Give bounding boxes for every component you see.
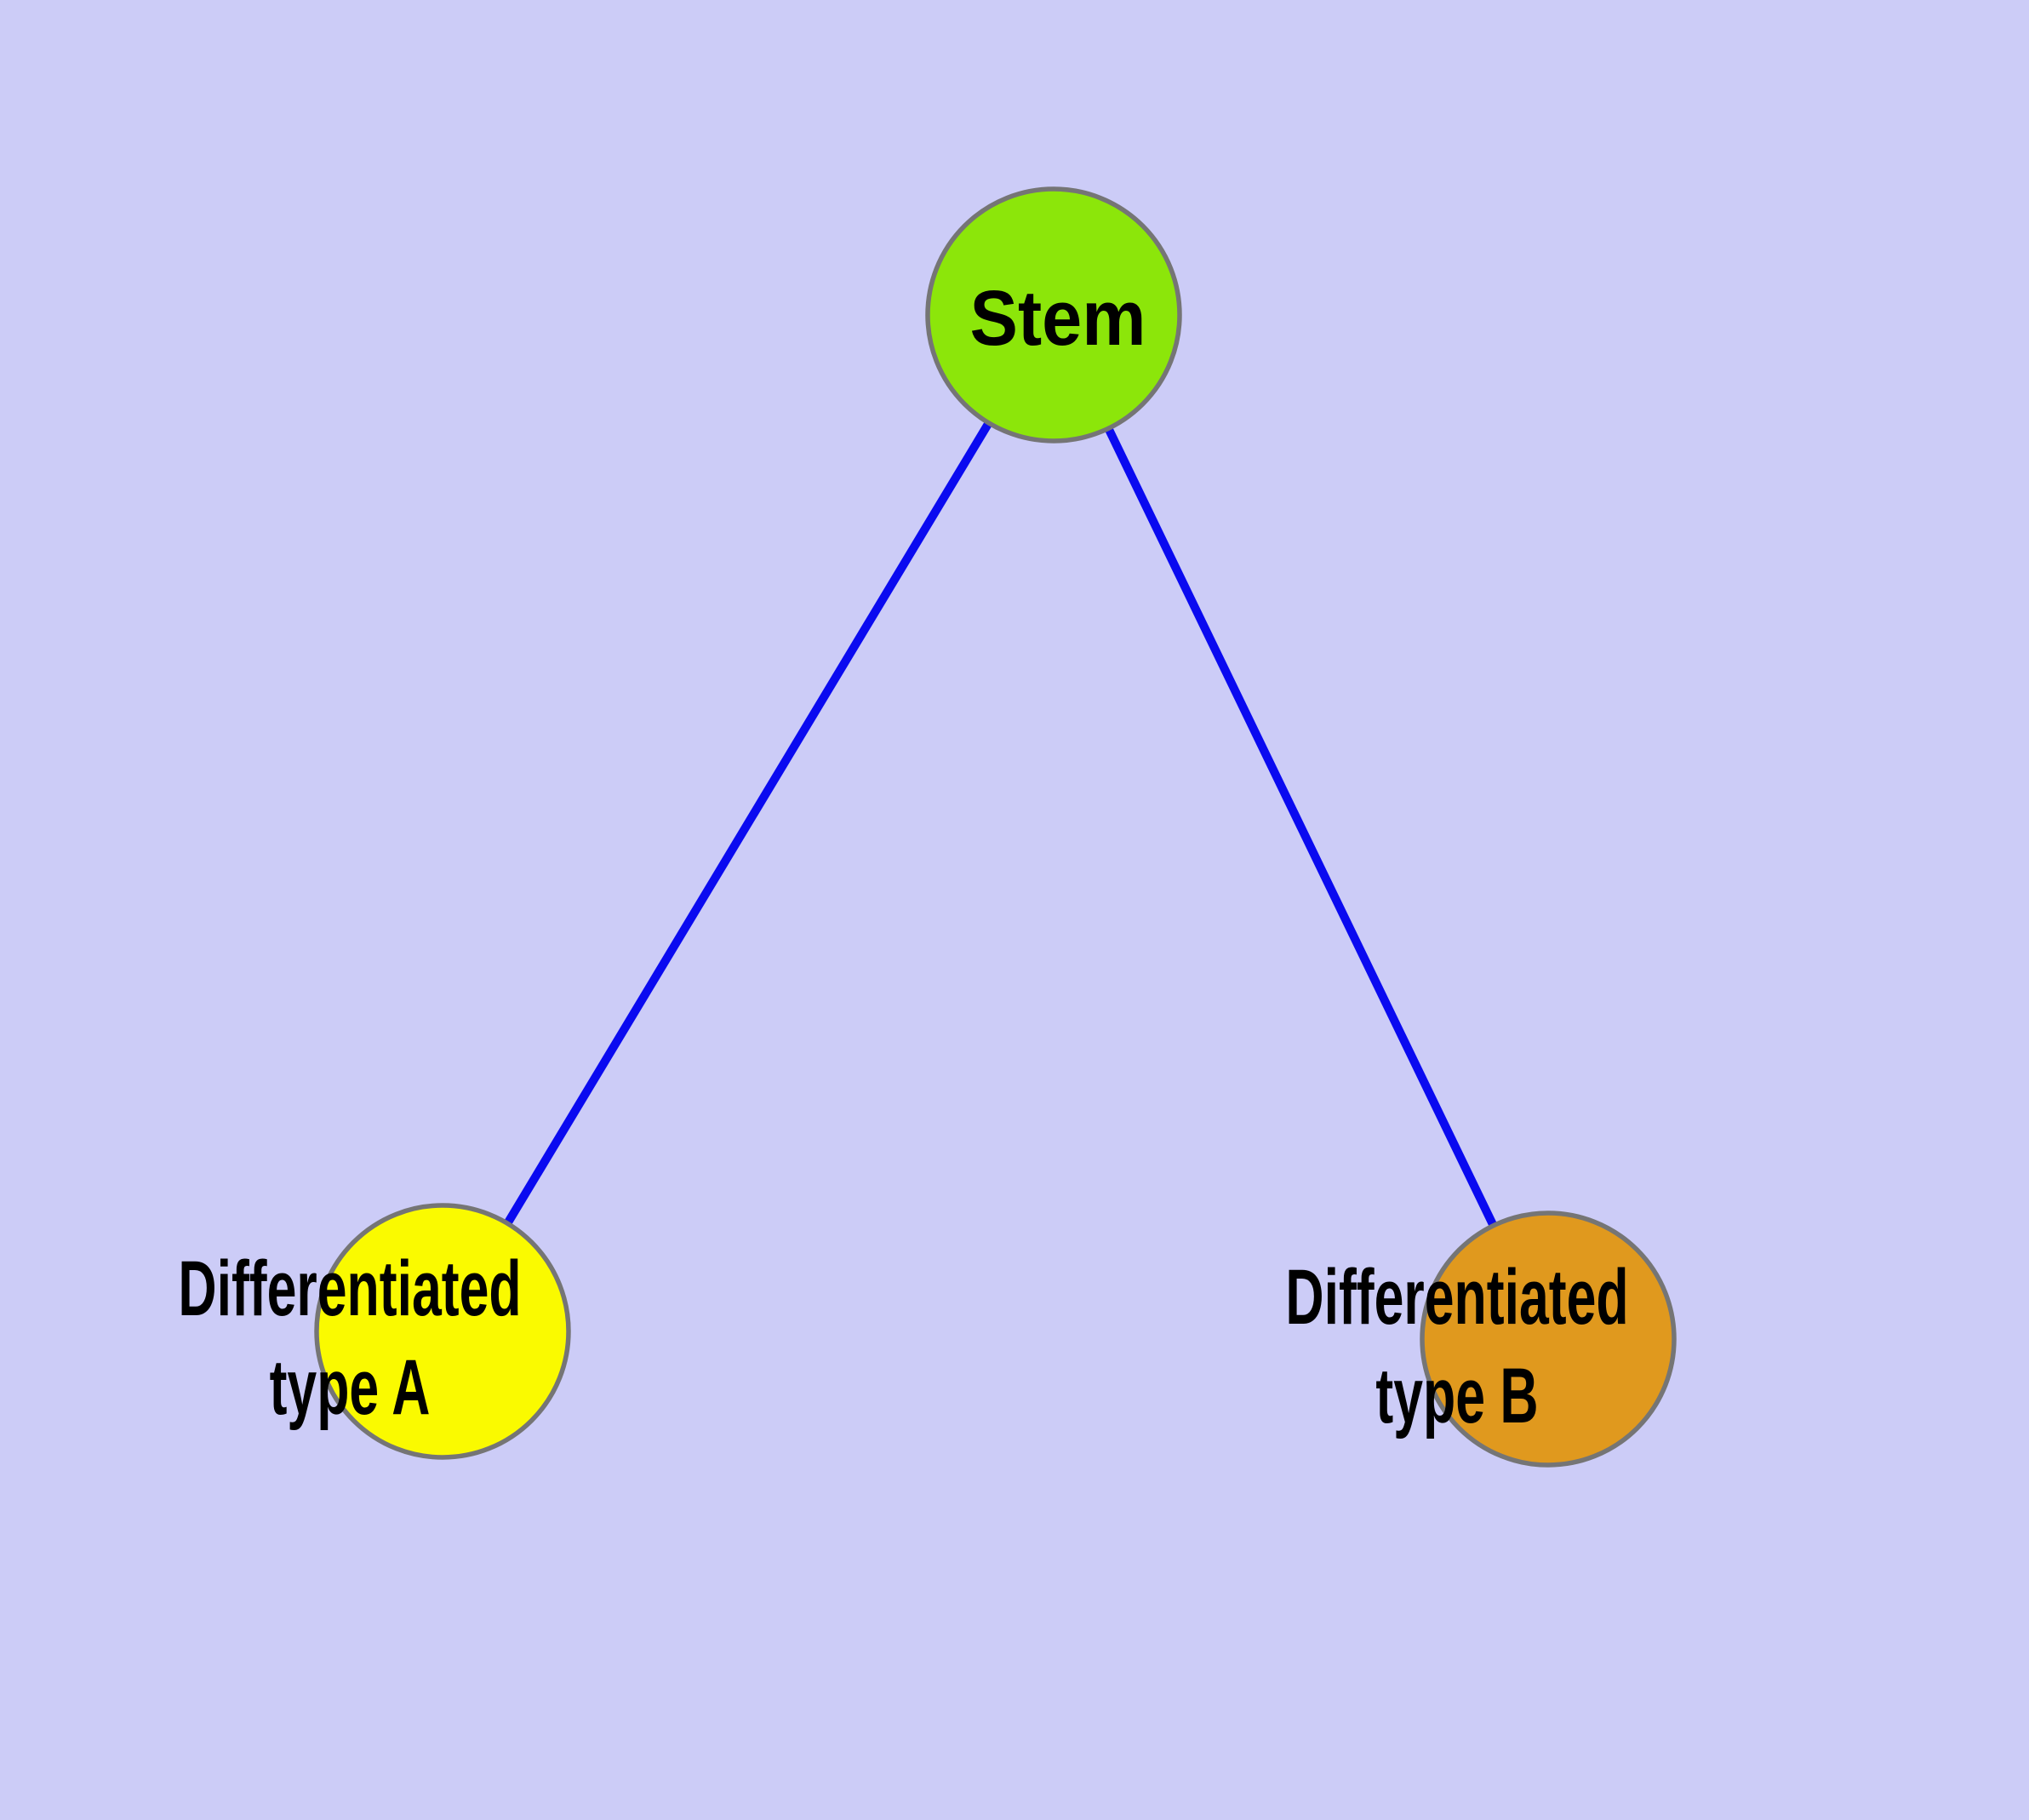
node-differentiated-type-b[interactable] <box>1420 1210 1677 1468</box>
node-type-a-label-line2: type A <box>270 1343 431 1431</box>
node-type-a-label-line1: Differentiated <box>178 1245 521 1332</box>
edge-stem-to-type-b <box>1049 312 1552 1342</box>
node-type-b-label-line1: Differentiated <box>1285 1253 1628 1341</box>
edge-stem-to-type-a <box>438 312 1058 1334</box>
node-type-b-label-line2: type B <box>1375 1352 1538 1439</box>
node-stem-label: Stem <box>970 274 1146 362</box>
node-stem[interactable] <box>925 186 1182 444</box>
node-differentiated-type-a[interactable] <box>314 1203 571 1460</box>
